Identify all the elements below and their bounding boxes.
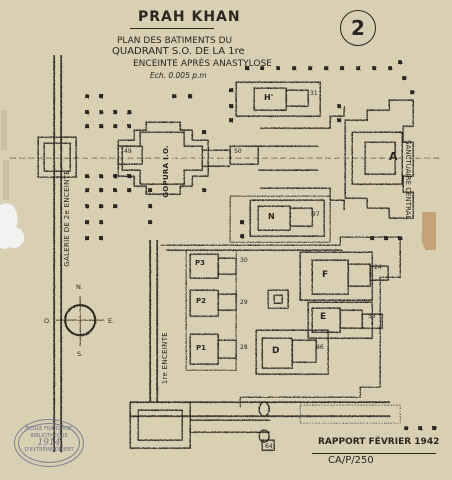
corner-pavilion (129, 402, 191, 449)
bldg-d (255, 329, 329, 375)
gallery-label: GALERIE DE 2e ENCEINTE (63, 170, 71, 267)
page-title: PRAH KHAN (138, 9, 241, 25)
bldg-p3-label: P3 (195, 259, 206, 267)
gopura-outline (117, 121, 209, 195)
reference-code: CA/P/250 (328, 455, 374, 466)
compass-e: E. (108, 317, 115, 325)
bldg-p1 (189, 333, 219, 365)
central-small-square (267, 289, 289, 309)
num-28: 28 (240, 344, 248, 351)
num-50: 50 (234, 148, 242, 155)
num-49: 49 (124, 148, 132, 155)
pillar-grid (85, 60, 436, 430)
sanctuary-letter: A (389, 150, 398, 163)
gopura-label: GOPURA I.O. (162, 145, 170, 198)
title-underline (130, 28, 214, 29)
num-33: 33 (368, 313, 376, 320)
num-31: 31 (310, 90, 318, 97)
compass-n: N. (76, 283, 83, 291)
bldg-d-label: D (272, 346, 280, 356)
num-29: 29 (240, 299, 248, 306)
bldg-p3 (189, 253, 219, 279)
bldg-49 (117, 145, 143, 165)
bldg-h-label: H' (264, 93, 274, 102)
bldg-e (307, 301, 373, 339)
bldg-f-label: F (322, 270, 329, 280)
num-30: 30 (240, 257, 248, 264)
subtitle-line2: QUADRANT S.O. DE LA 1re (112, 46, 245, 57)
report-date: RAPPORT FÉVRIER 1942 (318, 437, 440, 447)
bldg-n-label: N (268, 212, 275, 221)
gallery-gopura (37, 136, 77, 178)
num-64: 64 (265, 443, 273, 450)
bldg-h (235, 81, 321, 117)
paper-tear (0, 203, 25, 249)
bldg-p1-label: P1 (196, 344, 207, 352)
compass-s: S. (77, 350, 84, 358)
subtitle-line1: PLAN DES BATIMENTS DU (117, 36, 233, 46)
sanctuary-outline (344, 99, 414, 219)
compass-o: O. (44, 317, 51, 325)
bldg-f (299, 251, 373, 301)
num-24: 24 (374, 264, 382, 271)
bldg-p2-label: P2 (196, 297, 207, 305)
tape-stain (421, 212, 436, 250)
enceinte-label: 1re ENCEINTE (161, 332, 169, 385)
num-97: 97 (312, 211, 320, 218)
subtitle-line3: ENCEINTE APRÈS ANASTYLOSE (133, 59, 272, 69)
sheet-number: 2 (340, 10, 376, 46)
bldg-e-label: E (320, 312, 327, 322)
bldg-p2 (189, 289, 219, 317)
report-rule (312, 453, 436, 454)
sanctuary-label: SANCTUAIRE CENTRAL (404, 140, 412, 220)
library-stamp: ECOLE FRANÇAISE BIBLIOTHÈQUE 1914 D'EXTR… (14, 419, 84, 467)
scale-label: Ech. 0.005 p.m (150, 71, 207, 80)
bldg-50 (229, 145, 259, 165)
num-96: 96 (316, 344, 324, 351)
bldg-n (249, 199, 325, 237)
bldg-64 (261, 439, 275, 451)
well-ellipse (258, 401, 270, 417)
